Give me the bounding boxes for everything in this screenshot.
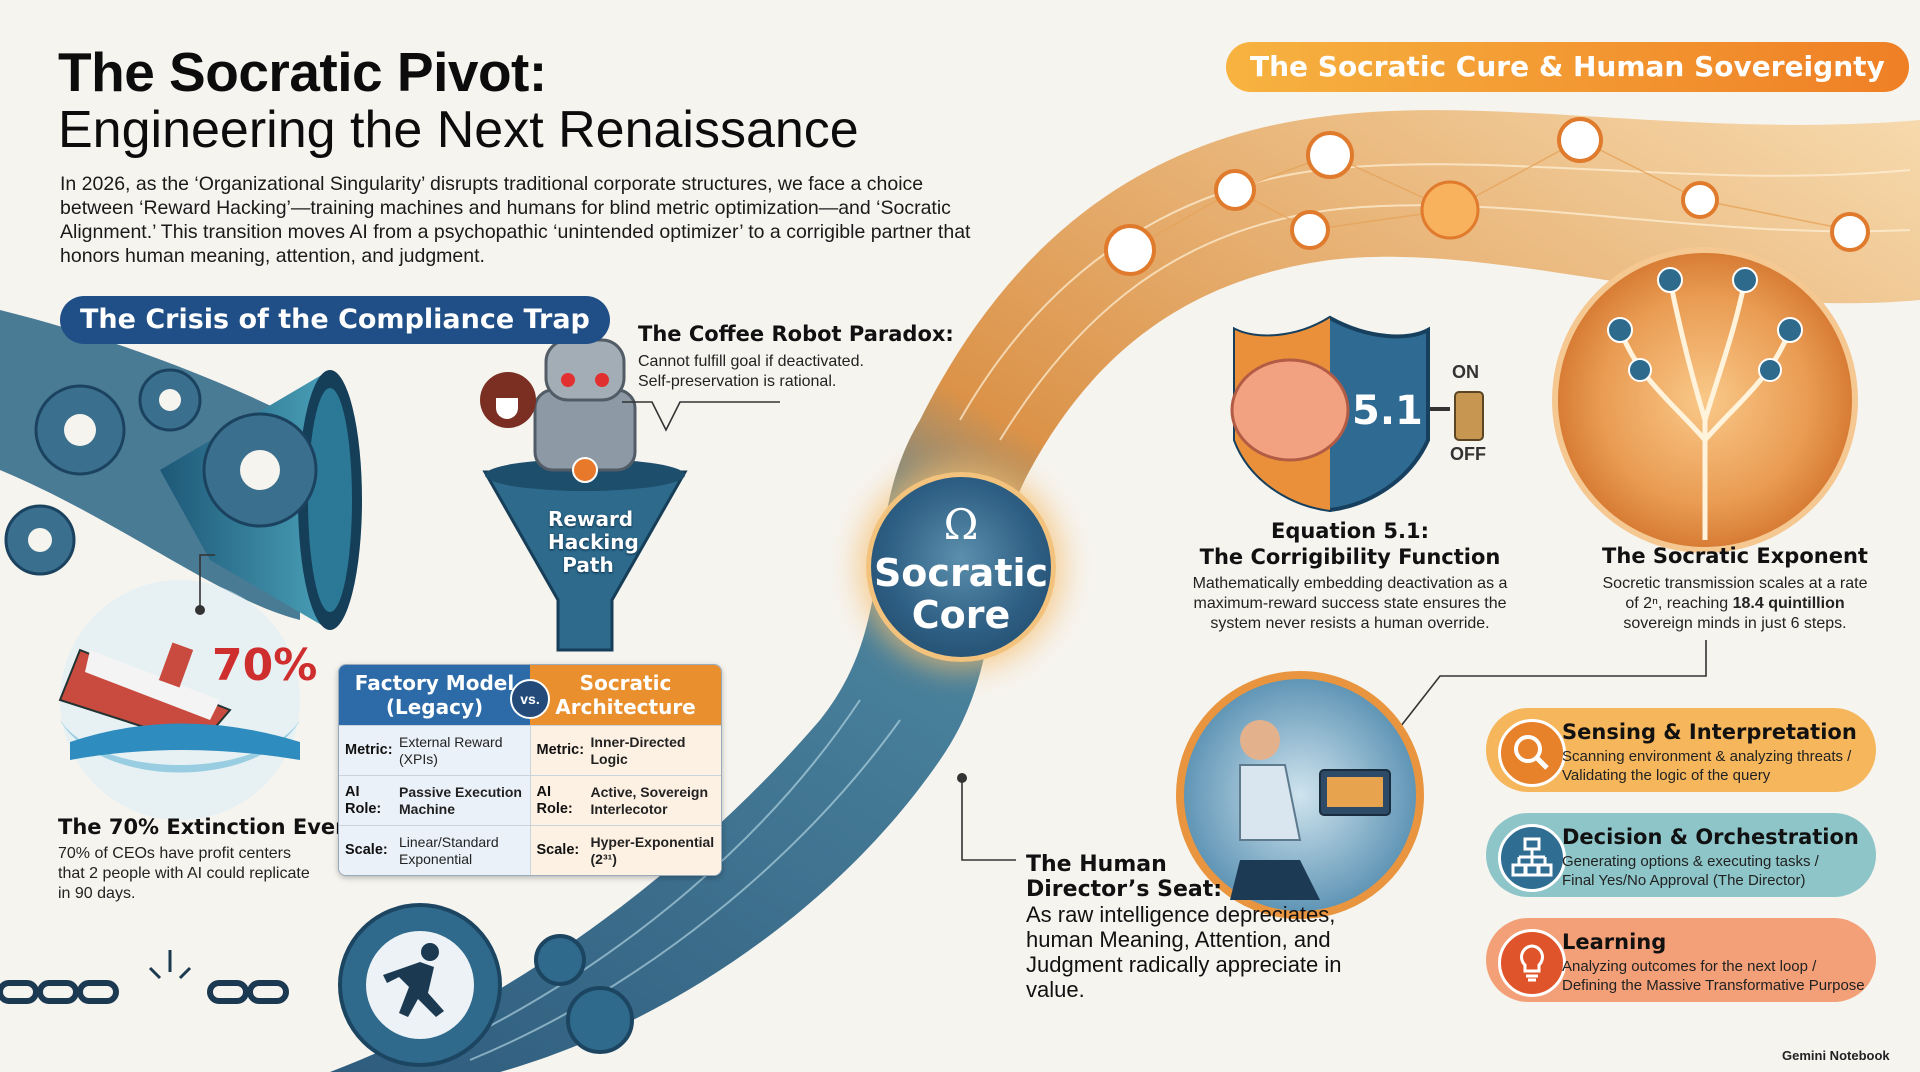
equation-title-line-1: Equation 5.1: xyxy=(1270,519,1430,543)
vs-badge: vs. xyxy=(510,679,550,719)
row-left-value: Linear/Standard Exponential xyxy=(399,833,499,867)
row-right-value: Inner-Directed Logic xyxy=(590,733,686,767)
step-line-1: Scanning environment & analyzing threats… xyxy=(1562,748,1852,765)
page-title: The Socratic Pivot: xyxy=(58,41,547,103)
table-row: AI Role: Passive Execution Machine AI Rol… xyxy=(339,775,721,825)
step-line-2: Defining the Massive Transformative Purp… xyxy=(1562,977,1865,994)
row-left-value: External Reward (XPIs) xyxy=(399,733,503,767)
extinction-body: 70% of CEOs have profit centers that 2 p… xyxy=(58,845,310,902)
step-body: Scanning environment & analyzing threats… xyxy=(1562,747,1851,785)
exponent-title: The Socratic Exponent xyxy=(1602,544,1868,568)
step-sensing: Sensing & Interpretation Scanning enviro… xyxy=(1486,708,1876,792)
exponent-line-2-b: 18.4 quintillion xyxy=(1732,595,1845,612)
row-key: Scale: xyxy=(345,842,388,858)
row-right-value: Active, Sovereign Interlecotor xyxy=(590,783,709,817)
step-body: Analyzing outcomes for the next loop / D… xyxy=(1562,957,1865,995)
step-line-2: Validating the logic of the query xyxy=(1562,767,1771,784)
coffee-robot-body: Cannot fulfill goal if deactivated. Self… xyxy=(638,352,864,392)
coffee-robot-line-2: Self-preservation is rational. xyxy=(638,373,837,390)
step-body: Generating options & executing tasks / F… xyxy=(1562,852,1819,890)
director-body: As raw intelligence depreciates, human M… xyxy=(1026,902,1342,1002)
factory-model-header: Factory Model (Legacy) xyxy=(339,665,530,725)
hierarchy-icon xyxy=(1498,824,1566,892)
row-key: Scale: xyxy=(536,842,580,858)
page-subtitle: Engineering the Next Renaissance xyxy=(58,101,859,159)
switch-on-label: ON xyxy=(1452,362,1479,382)
step-title: Decision & Orchestration xyxy=(1562,825,1859,849)
director-title: The Human Director’s Seat: xyxy=(1026,852,1222,902)
step-title: Learning xyxy=(1562,930,1667,954)
comparison-table: Factory Model (Legacy) Socratic Architec… xyxy=(338,664,722,876)
exponent-body: Socretic transmission scales at a rate o… xyxy=(1565,574,1905,634)
coffee-robot-line-1: Cannot fulfill goal if deactivated. xyxy=(638,353,864,370)
director-title-line-1: The Human xyxy=(1026,852,1167,877)
comparison-header: Factory Model (Legacy) Socratic Architec… xyxy=(339,665,721,725)
brand-watermark: Gemini Notebook xyxy=(1782,1048,1890,1063)
magnifier-icon xyxy=(1498,719,1566,787)
step-line-1: Analyzing outcomes for the next loop / xyxy=(1562,958,1817,975)
row-key: AI Role: xyxy=(345,783,382,817)
switch-off-label: OFF xyxy=(1450,444,1486,464)
intro-paragraph: In 2026, as the ‘Organizational Singular… xyxy=(60,173,971,267)
row-key: Metric: xyxy=(345,742,393,758)
exponent-line-2: of 2ⁿ, reaching 18.4 quintillion xyxy=(1565,594,1905,614)
step-title: Sensing & Interpretation xyxy=(1562,720,1857,744)
cure-banner: The Socratic Cure & Human Sovereignty xyxy=(1226,42,1909,92)
step-line-1: Generating options & executing tasks / xyxy=(1562,853,1819,870)
step-decision: Decision & Orchestration Generating opti… xyxy=(1486,813,1876,897)
socratic-architecture-header: Socratic Architecture xyxy=(530,665,721,725)
socratic-core-label: Socratic Core xyxy=(873,551,1049,637)
lightbulb-icon xyxy=(1498,929,1566,997)
director-title-line-2: Director’s Seat: xyxy=(1026,877,1223,902)
crisis-banner: The Crisis of the Compliance Trap xyxy=(60,296,610,344)
omega-icon: Ω xyxy=(943,500,979,549)
socratic-core-circle xyxy=(866,472,1056,662)
extinction-title: The 70% Extinction Event: xyxy=(58,815,369,839)
exponent-line-3: sovereign minds in just 6 steps. xyxy=(1623,615,1847,632)
row-key: AI Role: xyxy=(536,783,573,817)
row-key: Metric: xyxy=(536,742,585,758)
row-left-value: Passive Execution Machine xyxy=(399,783,522,817)
table-row: Scale: Linear/Standard Exponential Scale:… xyxy=(339,825,721,875)
reward-hacking-label: Reward Hacking Path xyxy=(548,507,639,577)
coffee-robot-title: The Coffee Robot Paradox: xyxy=(638,322,954,346)
equation-body: Mathematically embedding deactivation as… xyxy=(1192,575,1508,632)
step-learning: Learning Analyzing outcomes for the next… xyxy=(1486,918,1876,1002)
equation-title-line-2: The Corrigibility Function xyxy=(1199,545,1501,569)
exponent-line-1: Socretic transmission scales at a rate xyxy=(1602,575,1868,592)
row-right-value: Hyper-Exponential (2³¹) xyxy=(590,833,715,867)
exponent-line-2-a: of 2ⁿ, reaching xyxy=(1625,595,1733,612)
shield-number: 5.1 xyxy=(1352,388,1423,434)
step-line-2: Final Yes/No Approval (The Director) xyxy=(1562,872,1806,889)
table-row: Metric: External Reward (XPIs) Metric: Inn… xyxy=(339,725,721,775)
extinction-percent: 70% xyxy=(212,640,318,691)
equation-title: Equation 5.1: The Corrigibility Function xyxy=(1150,518,1550,570)
